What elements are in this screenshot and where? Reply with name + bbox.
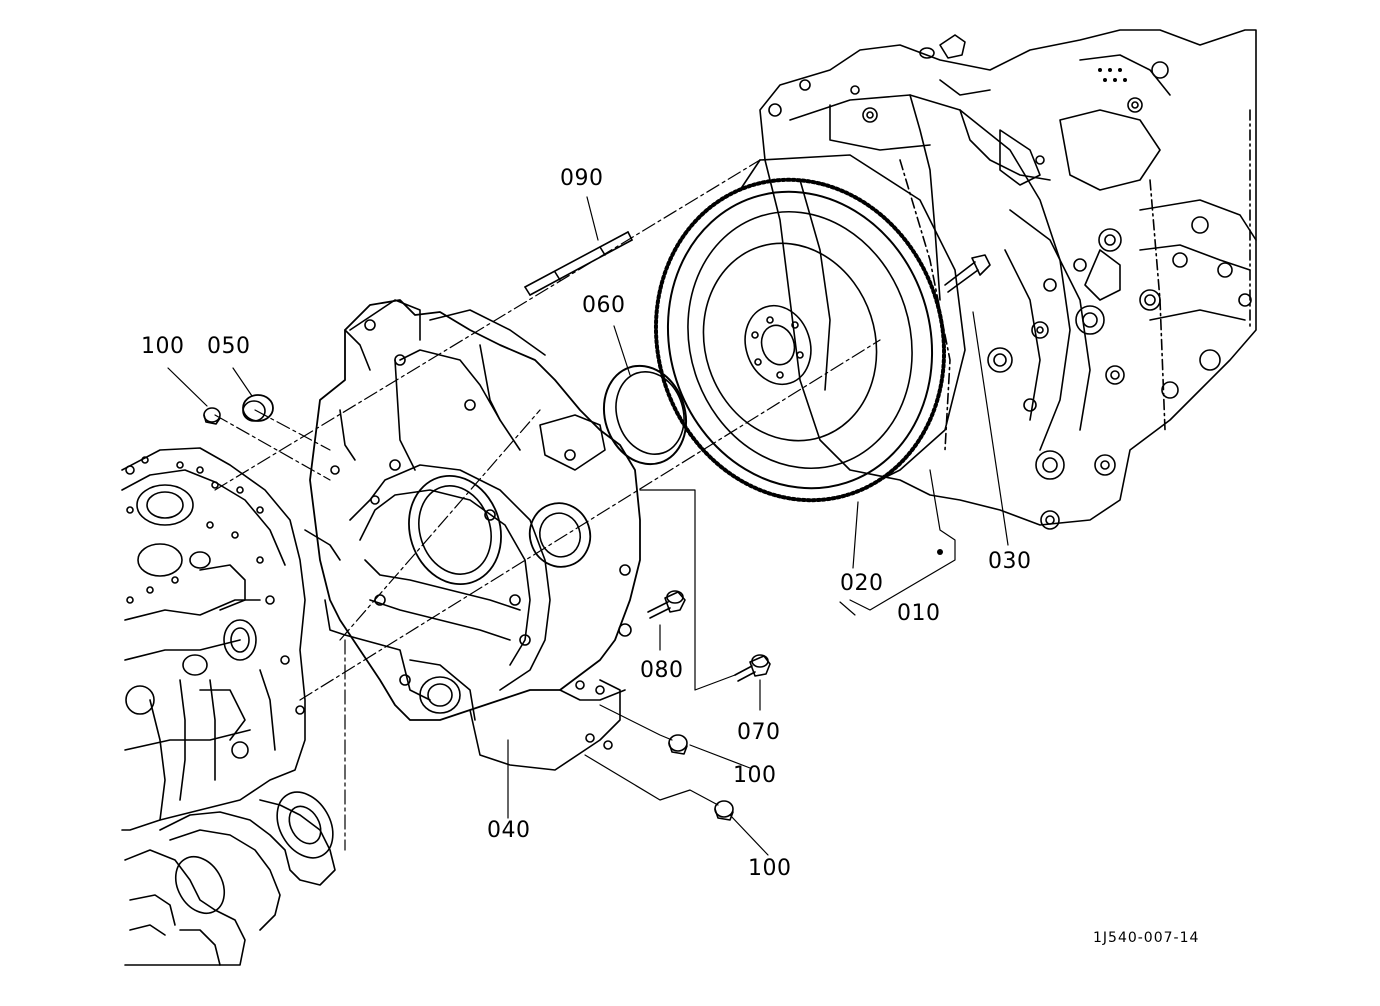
- reference-dot: [937, 549, 943, 555]
- flywheel: [615, 142, 985, 538]
- label-090: 090: [560, 166, 604, 191]
- engine-block: [122, 448, 305, 830]
- assembly-centerlines: [215, 160, 880, 850]
- bolt-030: [945, 255, 990, 292]
- plug-100-bottom: [715, 801, 733, 820]
- flywheel-housing: [305, 300, 640, 770]
- label-100-middle: 100: [733, 763, 777, 788]
- label-020: 020: [840, 571, 884, 596]
- label-100-bottom: 100: [748, 856, 792, 881]
- drawing-code: 1J540-007-14: [1093, 930, 1200, 946]
- plug-050: [243, 395, 273, 421]
- label-010: 010: [897, 601, 941, 626]
- transmission-housing: [760, 30, 1256, 529]
- crankshaft: [125, 782, 344, 965]
- label-070: 070: [737, 720, 781, 745]
- label-080: 080: [640, 658, 684, 683]
- bolt-070: [735, 655, 770, 681]
- plug-100-middle: [669, 735, 687, 754]
- label-040: 040: [487, 818, 531, 843]
- plug-100-top: [204, 408, 220, 424]
- label-050: 050: [207, 334, 251, 359]
- label-060: 060: [582, 293, 626, 318]
- label-030: 030: [988, 549, 1032, 574]
- oil-seal-060: [592, 355, 699, 475]
- label-100-top: 100: [141, 334, 185, 359]
- stud-bolt-090: [525, 232, 632, 295]
- bolt-080: [648, 591, 685, 618]
- leader-lines: [168, 197, 1008, 855]
